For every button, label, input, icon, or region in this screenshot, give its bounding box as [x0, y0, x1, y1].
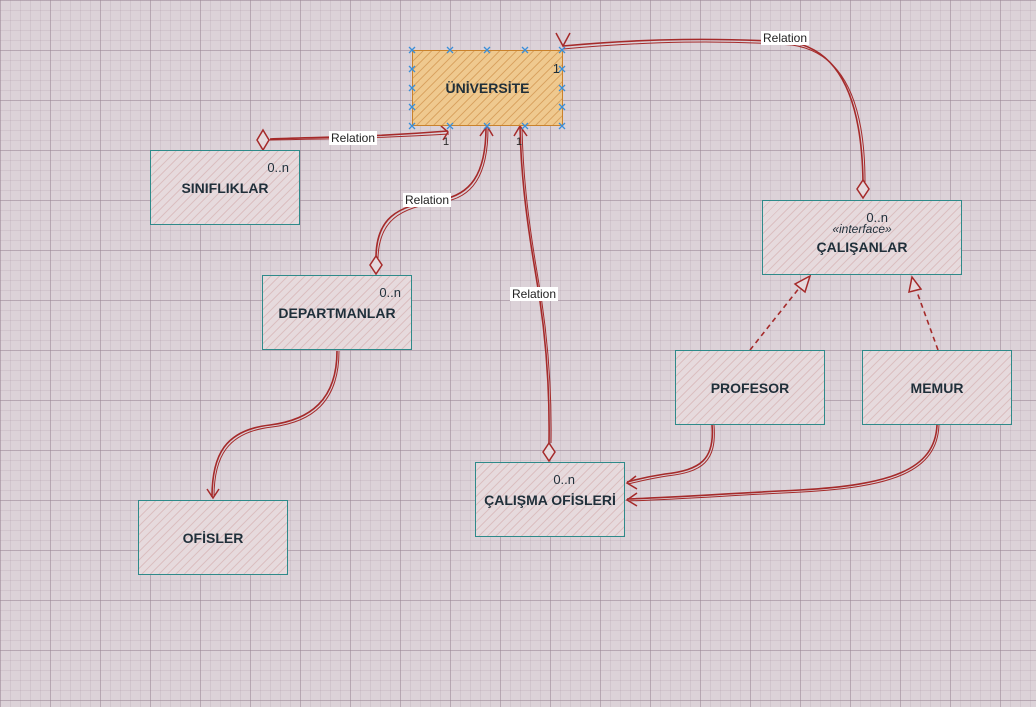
edge-departmanlar-ofisler[interactable] [206, 350, 340, 500]
node-stereotype: «interface» [832, 222, 892, 236]
node-title: PROFESOR [710, 380, 790, 396]
node-title: ÇALIŞMA OFİSLERİ [484, 492, 616, 508]
generalization-triangle [793, 274, 812, 294]
arrow-head [625, 475, 638, 490]
arrow-head [440, 125, 449, 141]
arrow-head [555, 32, 571, 48]
node-title: SINIFLIKLAR [181, 180, 269, 196]
node-departmanlar[interactable]: DEPARTMANLAR 0..n [262, 275, 412, 350]
arrow-head [513, 124, 528, 137]
edge-memur-calisma[interactable] [625, 424, 940, 507]
node-title: MEMUR [910, 380, 964, 396]
edge-universite-calisanlar[interactable] [555, 32, 870, 200]
aggregation-diamond [369, 254, 383, 276]
node-multiplicity: 0..n [553, 472, 575, 487]
node-memur[interactable]: MEMUR [862, 350, 1012, 425]
node-calisma-ofisleri[interactable]: ÇALIŞMA OFİSLERİ 0..n [475, 462, 625, 537]
node-siniflilar[interactable]: SINIFLIKLAR 0..n [150, 150, 300, 225]
node-calisanlar[interactable]: 0..n «interface» ÇALIŞANLAR [762, 200, 962, 275]
node-multiplicity: 0..n [267, 160, 289, 175]
generalization-triangle [908, 275, 923, 294]
node-universite[interactable]: ÜNİVERSİTE 1 [412, 50, 563, 126]
edge-label-relation[interactable]: Relation [329, 131, 378, 145]
edge-end-multiplicity: 1 [516, 136, 523, 148]
aggregation-diamond [542, 441, 556, 463]
node-multiplicity: 0..n [866, 210, 888, 225]
edge-end-multiplicity: 1 [443, 136, 450, 148]
node-multiplicity: 1 [552, 61, 560, 76]
edge-memur-calisanlar-realization[interactable] [908, 275, 939, 351]
node-title: ÜNİVERSİTE [445, 80, 530, 96]
node-profesor[interactable]: PROFESOR [675, 350, 825, 425]
edge-profesor-calisanlar-realization[interactable] [749, 274, 812, 351]
node-title: DEPARTMANLAR [278, 305, 396, 321]
node-ofisler[interactable]: OFİSLER [138, 500, 288, 575]
arrow-head [206, 488, 220, 500]
edge-profesor-calisma[interactable] [625, 424, 715, 490]
aggregation-diamond [856, 178, 870, 200]
edge-calisma-universite[interactable] [513, 124, 556, 463]
node-multiplicity: 0..n [379, 285, 401, 300]
arrow-head [625, 492, 638, 507]
node-title: ÇALIŞANLAR [816, 239, 908, 255]
selection-handles[interactable] [404, 42, 572, 134]
edge-label-relation[interactable]: Relation [403, 193, 452, 207]
edge-label-relation[interactable]: Relation [761, 31, 810, 45]
edge-label-relation[interactable]: Relation [510, 287, 559, 301]
aggregation-diamond [256, 128, 270, 152]
node-title: OFİSLER [182, 530, 244, 546]
